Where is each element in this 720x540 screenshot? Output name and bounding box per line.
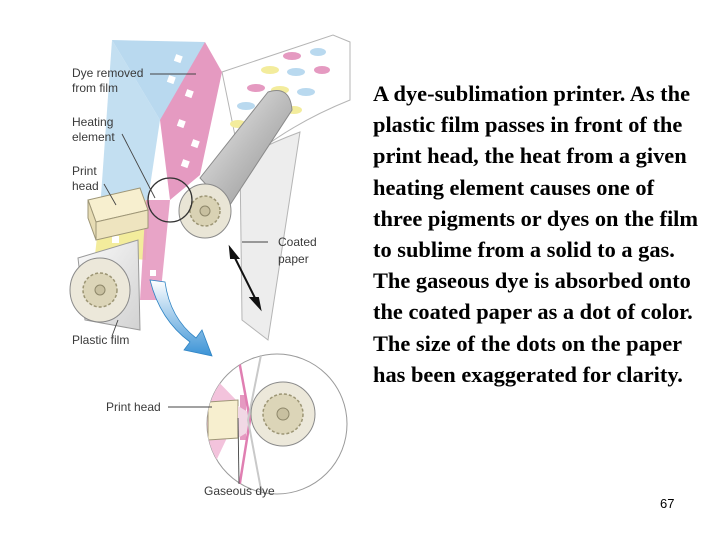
- label-plastic-film: Plastic film: [72, 333, 129, 347]
- paper-motion-arrow: [228, 244, 262, 312]
- label-gaseous-dye: Gaseous dye: [204, 484, 275, 498]
- label-inset-print-head: Print head: [106, 400, 161, 414]
- print-head-inset: [206, 353, 348, 495]
- print-head-block: [87, 187, 149, 241]
- label-print-head-line1: Print: [72, 164, 97, 178]
- page-number: 67: [660, 496, 675, 511]
- film-supply-roller: [69, 239, 141, 331]
- label-coated-line2: paper: [278, 252, 309, 266]
- dye-sublimation-diagram: Dye removed from film Heating element Pr…: [69, 34, 351, 498]
- label-heating-line1: Heating: [72, 115, 113, 129]
- label-dye-removed-line1: Dye removed: [72, 66, 143, 80]
- label-print-head-line2: head: [72, 179, 99, 193]
- leader-lines: [103, 73, 268, 485]
- label-dye-removed-line2: from film: [72, 81, 118, 95]
- label-coated-line1: Coated: [278, 235, 317, 249]
- label-heating-line2: element: [72, 130, 115, 144]
- caption-text: A dye-sublimation printer. As the plasti…: [373, 81, 699, 387]
- zoom-arrow: [149, 279, 213, 357]
- magnifier-circle: [147, 177, 193, 223]
